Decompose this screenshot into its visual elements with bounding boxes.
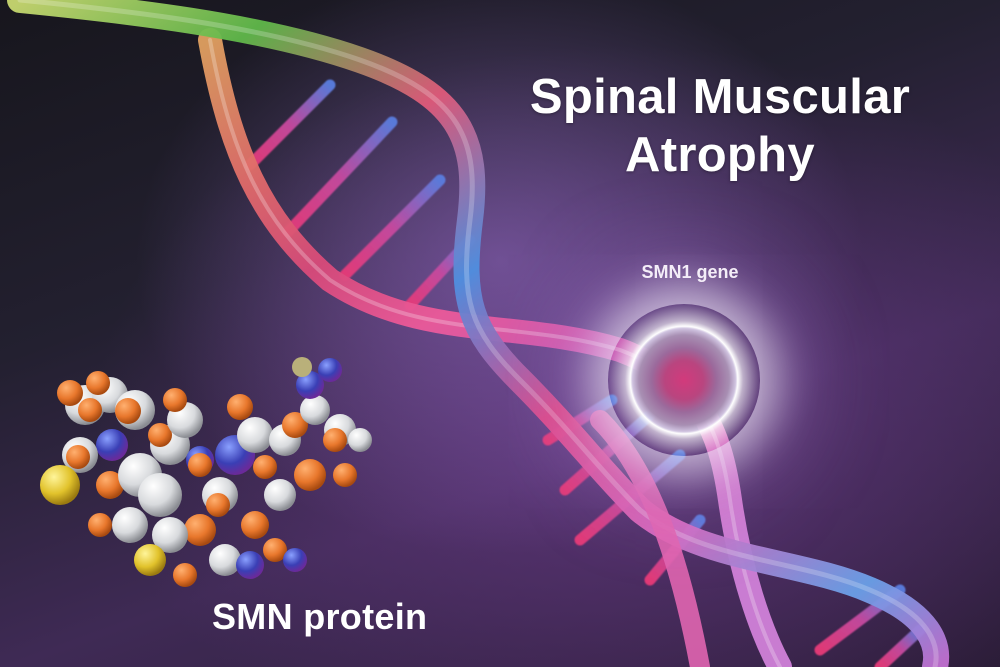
molecule-icon (40, 357, 372, 587)
gene-label: SMN1 gene (641, 262, 739, 282)
page-title: Spinal Muscular Atrophy (470, 68, 970, 184)
glowing-circle-icon (608, 304, 760, 456)
title-line-2: Atrophy (625, 128, 815, 182)
protein-label: SMN protein (212, 596, 428, 637)
title-line-1: Spinal Muscular (529, 70, 911, 124)
